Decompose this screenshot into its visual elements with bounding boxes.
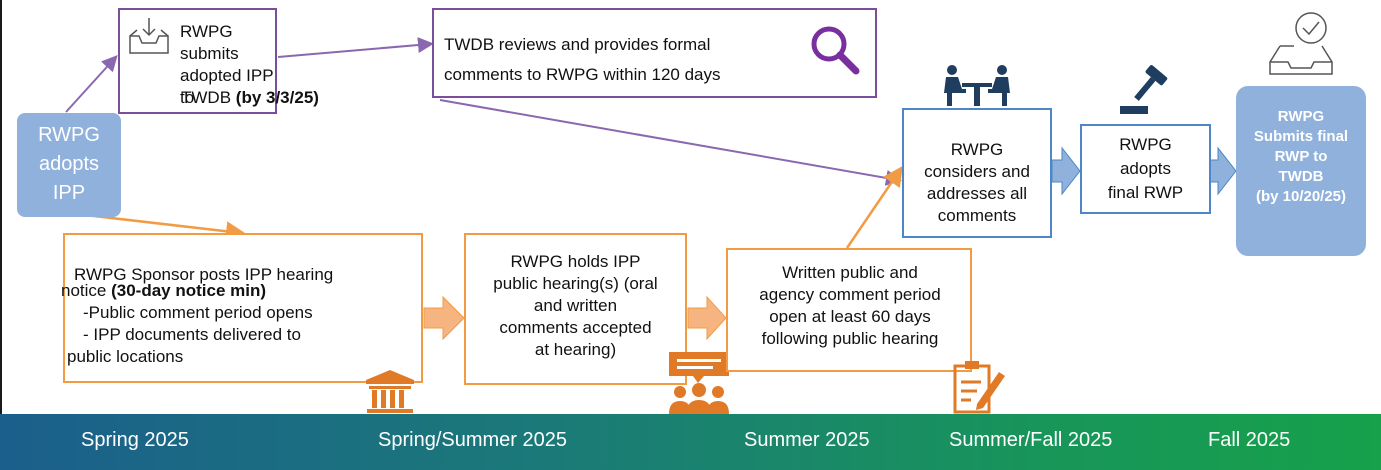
submit-ipp-deadline: TWDB (by 3/3/25) <box>181 88 319 107</box>
written-comment-box <box>726 248 972 372</box>
arrow-adopt-to-submit <box>65 55 118 113</box>
timeline-label: Summer/Fall 2025 <box>949 429 1113 451</box>
inbox-download-icon <box>129 18 169 54</box>
adopt-final-box <box>1080 124 1211 214</box>
timeline-label: Spring/Summer 2025 <box>378 429 567 451</box>
gavel-icon <box>1120 65 1168 114</box>
arrow-submit-to-review <box>277 37 434 58</box>
submit-ipp-box <box>118 8 277 114</box>
arrow-review-to-considers <box>439 99 902 186</box>
timeline-bar <box>0 414 1381 470</box>
adopt-ipp-box <box>17 113 121 217</box>
sponsor-notice-box <box>63 233 423 383</box>
sponsor-notice-text: RWPG Sponsor posts IPP hearing notice (3… <box>61 265 334 366</box>
final-submit-box <box>1236 86 1366 256</box>
group-discussion-icon <box>669 352 729 416</box>
public-hearing-box <box>464 233 687 385</box>
block-arrow-adopt-to-final <box>1209 146 1237 196</box>
inbox-check-icon <box>1269 12 1333 75</box>
timeline-label: Spring 2025 <box>81 429 189 451</box>
block-arrow-sponsor-to-hearing <box>423 295 465 341</box>
twdb-review-box <box>432 8 877 98</box>
magnifier-icon <box>811 26 860 75</box>
block-arrow-considers-to-adopt <box>1051 146 1081 196</box>
timeline-label: Summer 2025 <box>744 429 870 451</box>
arrow-written-to-considers <box>845 165 903 249</box>
considers-comments-box <box>902 108 1052 238</box>
block-arrow-hearing-to-written <box>687 295 727 341</box>
timeline-label: Fall 2025 <box>1208 429 1291 451</box>
courthouse-icon <box>365 370 415 417</box>
clipboard-pencil-icon <box>953 361 1005 414</box>
meeting-table-icon <box>944 65 1010 106</box>
